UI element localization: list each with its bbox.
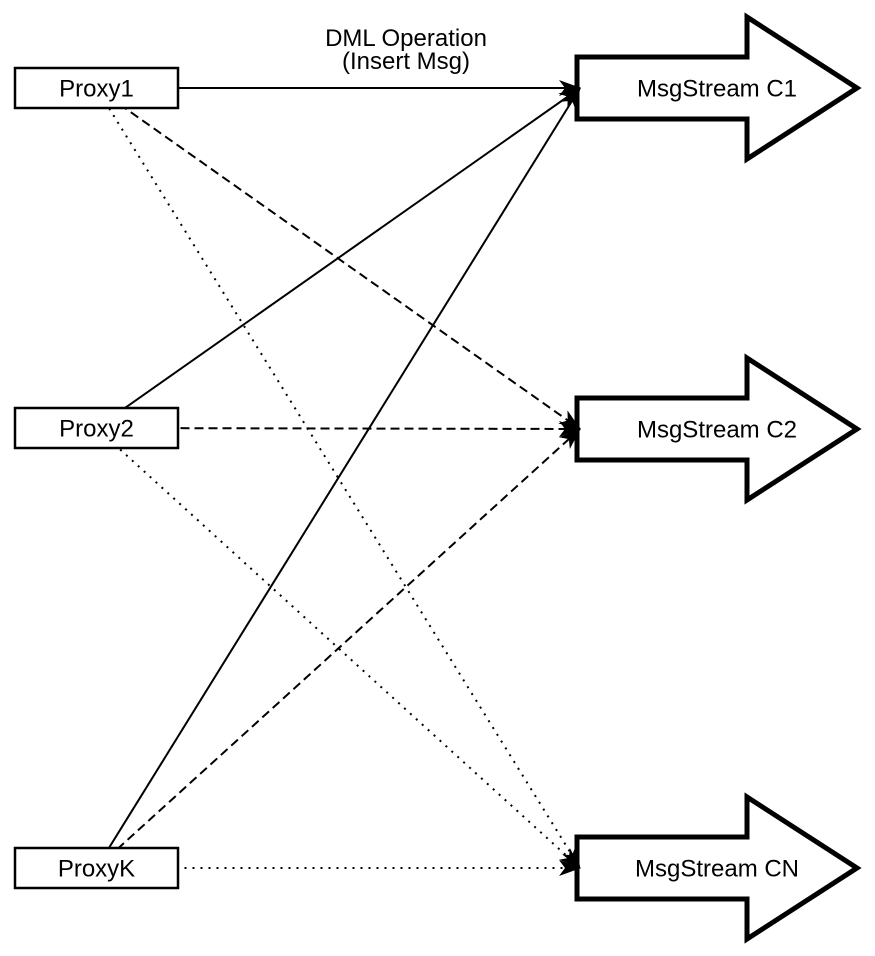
proxy-label-proxy2: Proxy2 (59, 416, 134, 443)
block-arrow-shape-cn (574, 792, 862, 944)
edge-proxy2-cn-dotted (95, 427, 581, 869)
edge-proxy2-c2-dashed (96, 420, 581, 437)
msgstream-node-c2: MsgStream C2 (574, 353, 862, 505)
stream-layer: MsgStream C1 MsgStream C2 MsgStream CN (574, 12, 862, 944)
proxy-box-proxy2 (13, 406, 180, 450)
proxy-label-proxyk: ProxyK (58, 856, 135, 883)
block-arrow-shape-c1 (574, 12, 862, 164)
edge-proxy1-c2-dashed (95, 87, 581, 430)
edge-layer (95, 80, 581, 876)
dml-operation-label-line2: (Insert Msg) (342, 48, 470, 75)
proxy-label-proxy1: Proxy1 (59, 76, 134, 103)
block-arrow-shape-c2 (574, 353, 862, 505)
dml-operation-label-line1: DML Operation (325, 25, 487, 52)
stream-label-cn: MsgStream CN (635, 856, 799, 883)
edge-proxy1-cn-dotted (95, 87, 581, 869)
msgstream-node-cn: MsgStream CN (574, 792, 862, 944)
stream-label-c2: MsgStream C2 (637, 417, 797, 444)
proxy-box-proxy1 (13, 66, 180, 110)
msgstream-node-c1: MsgStream C1 (574, 12, 862, 164)
proxy-box-proxyk (13, 846, 180, 890)
proxy-node-proxy2: Proxy2 (13, 406, 180, 450)
proxy-node-proxyk: ProxyK (13, 846, 180, 890)
edge-proxyk-c2-dashed (95, 428, 581, 869)
edge-proxyk-c1-solid (95, 87, 581, 869)
stream-label-c1: MsgStream C1 (637, 76, 797, 103)
proxy-node-proxy1: Proxy1 (13, 66, 180, 110)
